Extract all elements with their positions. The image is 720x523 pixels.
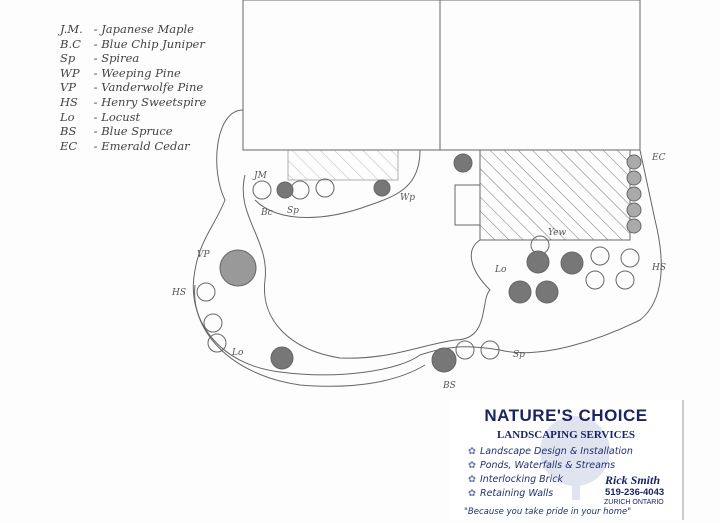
legend-item: EC - Emerald Cedar	[60, 139, 206, 154]
legend-name: - Spirea	[93, 51, 140, 66]
legend-code: Lo	[60, 109, 75, 124]
front-bed-edge	[254, 149, 421, 218]
service-item: ✿Interlocking Brick	[468, 474, 563, 485]
service-label: Interlocking Brick	[479, 474, 563, 485]
company-subtitle: LANDSCAPING SERVICES	[496, 429, 636, 441]
service-item: ✿Ponds, Waterfalls & Streams	[468, 460, 615, 471]
legend-name: - Emerald Cedar	[93, 138, 190, 153]
service-label: Retaining Walls	[479, 488, 554, 499]
legend-code: J.M.	[60, 22, 83, 36]
plant-legend: J.M. - Japanese Maple B.C - Blue Chip Ju…	[60, 22, 206, 153]
legend-name: - Vanderwolfe Pine	[93, 80, 204, 95]
label-lo: Lo	[231, 348, 244, 358]
conifer-circles	[219, 153, 584, 373]
label-sp: Sp	[513, 350, 525, 360]
legend-code: BS	[60, 124, 77, 139]
cedar-column	[626, 154, 642, 234]
legend-code: B.C	[60, 36, 81, 51]
tree-watermark-trunk	[572, 470, 580, 500]
label-bs: BS	[442, 381, 456, 391]
flower-icon: ✿	[468, 488, 476, 499]
business-card: NATURE'S CHOICE LANDSCAPING SERVICES ✿La…	[450, 400, 684, 520]
legend-name: - Blue Chip Juniper	[93, 36, 205, 51]
service-item: ✿Landscape Design & Installation	[468, 446, 633, 457]
legend-item: HS - Henry Sweetspire	[60, 95, 206, 110]
legend-code: VP	[60, 80, 77, 95]
steps	[287, 149, 399, 181]
legend-item: J.M. - Japanese Maple	[60, 22, 206, 37]
label-sp: Sp	[287, 206, 299, 216]
service-label: Ponds, Waterfalls & Streams	[479, 460, 616, 471]
deck-hatched	[479, 149, 631, 241]
label-vp: VP	[197, 250, 210, 260]
legend-name: - Japanese Maple	[93, 22, 194, 36]
label-hs: HS	[171, 288, 186, 298]
legend-item: Lo - Locust	[60, 110, 206, 125]
legend-name: - Henry Sweetspire	[93, 94, 207, 109]
service-label: Landscape Design & Installation	[479, 446, 633, 457]
label-jm: JM	[252, 171, 268, 181]
service-item: ✿Retaining Walls	[468, 488, 553, 499]
legend-name: - Locust	[93, 109, 141, 124]
contact-name: Rick Smith	[605, 473, 661, 487]
bed-outline-outer	[192, 109, 662, 376]
legend-item: Sp - Spirea	[60, 51, 206, 66]
label-bc: Bc	[260, 208, 273, 218]
legend-name: - Weeping Pine	[93, 65, 181, 80]
legend-code: EC	[60, 138, 78, 153]
contact-location: ZURICH ONTARIO	[604, 499, 664, 506]
side-steps	[454, 184, 481, 226]
plan-labels: JM Bc Sp Wp VP HS Lo BS Sp Yew Lo HS EC	[171, 153, 666, 391]
legend-item: VP - Vanderwolfe Pine	[60, 80, 206, 95]
flower-icon: ✿	[468, 474, 476, 485]
label-ec: EC	[651, 153, 666, 163]
legend-item: B.C - Blue Chip Juniper	[60, 37, 206, 52]
label-yew: Yew	[548, 228, 566, 238]
garage-outline	[439, 0, 641, 151]
flower-icon: ✿	[468, 446, 476, 457]
label-lo: Lo	[494, 265, 507, 275]
edging-curve	[194, 284, 426, 387]
contact-phone: 519-236-4043	[605, 487, 665, 498]
bed-outline-inner	[242, 160, 491, 359]
tagline: "Because you take pride in your home"	[464, 507, 632, 517]
company-name: NATURE'S CHOICE	[484, 406, 648, 425]
legend-item: WP - Weeping Pine	[60, 66, 206, 81]
label-wp: Wp	[400, 193, 415, 203]
legend-code: Sp	[60, 51, 76, 66]
house-outline	[242, 0, 441, 151]
legend-name: - Blue Spruce	[93, 124, 173, 139]
legend-code: WP	[60, 65, 80, 80]
flower-icon: ✿	[468, 460, 476, 471]
label-hs: HS	[651, 263, 666, 273]
legend-code: HS	[60, 94, 78, 109]
legend-item: BS - Blue Spruce	[60, 124, 206, 139]
